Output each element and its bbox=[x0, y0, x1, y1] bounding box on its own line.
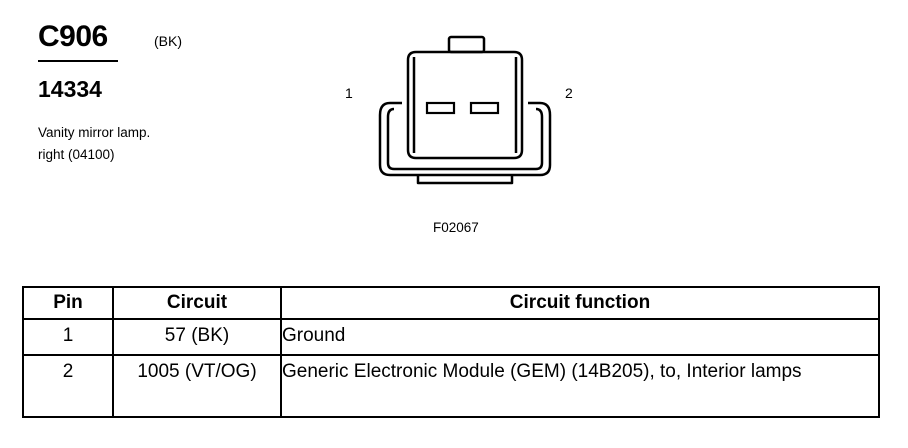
pin-1-terminal bbox=[425, 101, 456, 115]
table-row: 1 57 (BK) Ground bbox=[22, 318, 880, 356]
header-pin: Pin bbox=[22, 286, 114, 320]
connector-latch bbox=[447, 35, 486, 54]
description-line-1: Vanity mirror lamp. bbox=[38, 125, 151, 140]
circuit-cell: 57 (BK) bbox=[112, 318, 282, 356]
pin-1-label: 1 bbox=[345, 85, 353, 101]
pin-2-label: 2 bbox=[565, 85, 573, 101]
figure-id: F02067 bbox=[433, 220, 479, 235]
circuit-cell: 1005 (VT/OG) bbox=[112, 354, 282, 418]
connector-id-underline bbox=[38, 60, 118, 62]
circuit-function-cell: Ground bbox=[280, 318, 880, 356]
connector-id: C906 bbox=[38, 20, 108, 53]
connector-outer-shroud-inner bbox=[386, 107, 544, 171]
table-row: 2 1005 (VT/OG) Generic Electronic Module… bbox=[22, 354, 880, 418]
circuit-function-cell: Generic Electronic Module (GEM) (14B205)… bbox=[280, 354, 880, 418]
pin-table: Pin Circuit Circuit function 1 57 (BK) G… bbox=[22, 286, 880, 418]
connector-bottom-key bbox=[416, 175, 514, 185]
connector-inner-housing-detail bbox=[412, 57, 518, 153]
pin-cell: 2 bbox=[22, 354, 114, 418]
header-circuit-function: Circuit function bbox=[280, 286, 880, 320]
header-circuit: Circuit bbox=[112, 286, 282, 320]
connector-outer-shroud bbox=[378, 101, 552, 177]
pin-2-terminal bbox=[469, 101, 500, 115]
part-number: 14334 bbox=[38, 76, 102, 102]
color-code: (BK) bbox=[154, 33, 182, 49]
pin-cell: 1 bbox=[22, 318, 114, 356]
table-header-row: Pin Circuit Circuit function bbox=[22, 286, 880, 320]
connector-inner-housing bbox=[406, 50, 524, 160]
connector-face-diagram bbox=[378, 35, 552, 185]
description-line-2: right (04100) bbox=[38, 147, 115, 162]
